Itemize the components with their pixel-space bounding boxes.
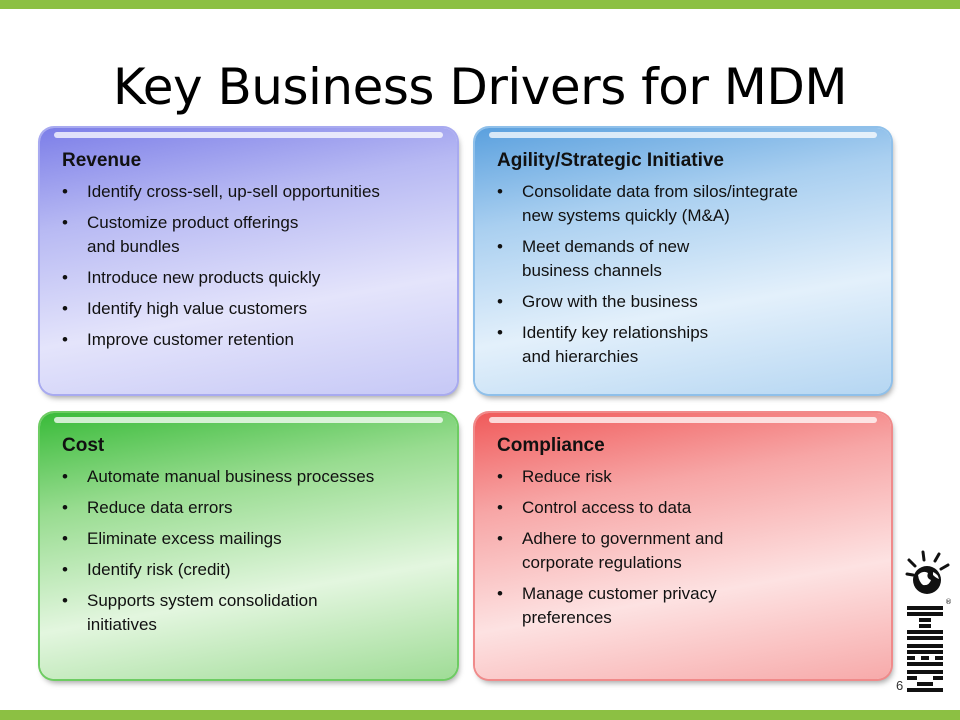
svg-text:®: ® — [945, 598, 952, 606]
revenue-list: Identify cross-sell, up-sell opportuniti… — [62, 180, 457, 352]
top-accent-bar — [0, 0, 960, 9]
list-item: Identify cross-sell, up-sell opportuniti… — [62, 180, 457, 204]
list-item: Reduce data errors — [62, 496, 457, 520]
list-item: Control access to data — [497, 496, 891, 520]
list-item: Identify risk (credit) — [62, 558, 457, 582]
list-item: Identify high value customers — [62, 297, 457, 321]
cost-list: Automate manual business processes Reduc… — [62, 465, 457, 637]
agility-list: Consolidate data from silos/integrate ne… — [497, 180, 891, 369]
list-item: Improve customer retention — [62, 328, 457, 352]
list-item: Customize product offerings and bundles — [62, 211, 457, 259]
revenue-panel: Revenue Identify cross-sell, up-sell opp… — [40, 128, 457, 394]
list-item: Automate manual business processes — [62, 465, 457, 489]
list-item: Reduce risk — [497, 465, 891, 489]
cost-panel: Cost Automate manual business processes … — [40, 413, 457, 679]
bottom-accent-bar — [0, 710, 960, 720]
list-item: Identify key relationships and hierarchi… — [497, 321, 891, 369]
list-item: Introduce new products quickly — [62, 266, 457, 290]
agility-panel: Agility/Strategic Initiative Consolidate… — [475, 128, 891, 394]
slide-title: Key Business Drivers for MDM — [112, 58, 848, 116]
agility-heading: Agility/Strategic Initiative — [497, 150, 724, 171]
revenue-heading: Revenue — [62, 150, 142, 171]
list-item: Eliminate excess mailings — [62, 527, 457, 551]
slide-number: 6 — [896, 678, 904, 693]
cost-heading: Cost — [62, 435, 105, 456]
compliance-heading: Compliance — [497, 435, 605, 456]
ibm-smarter-planet-logo-icon: ® — [905, 550, 952, 692]
list-item: Supports system consolidation initiative… — [62, 589, 457, 637]
list-item: Consolidate data from silos/integrate ne… — [497, 180, 891, 228]
list-item: Meet demands of new business channels — [497, 235, 891, 283]
compliance-list: Reduce risk Control access to data Adher… — [497, 465, 891, 630]
list-item: Adhere to government and corporate regul… — [497, 527, 891, 575]
compliance-panel: Compliance Reduce risk Control access to… — [475, 413, 891, 679]
list-item: Manage customer privacy preferences — [497, 582, 891, 630]
list-item: Grow with the business — [497, 290, 891, 314]
